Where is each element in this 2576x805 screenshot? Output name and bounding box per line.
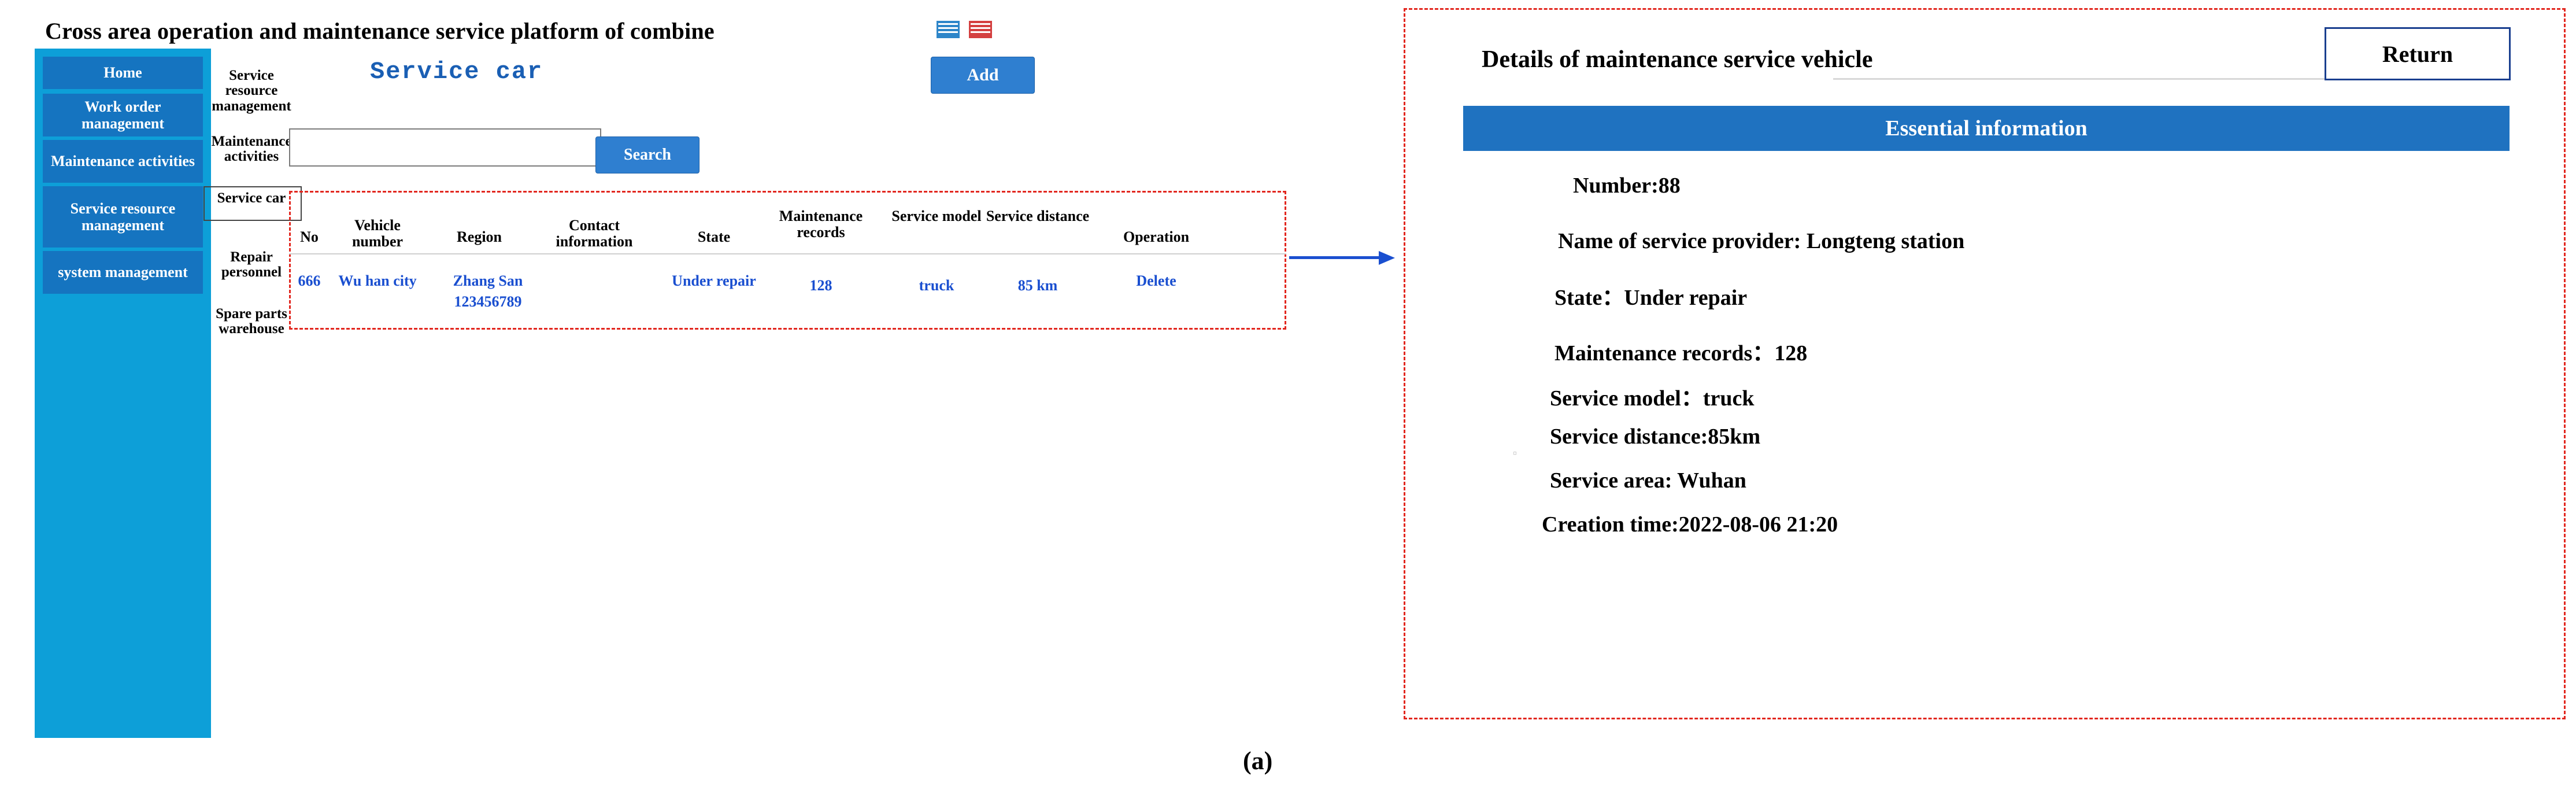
table-header-operation: Operation xyxy=(1123,228,1190,245)
table-cell-delete-action[interactable]: Delete xyxy=(1136,272,1176,289)
return-button[interactable]: Return xyxy=(2325,27,2511,80)
detail-field-number: Number:88 xyxy=(1573,173,1681,198)
service-car-table: No Vehicle number Region Contact informa… xyxy=(289,185,1286,330)
detail-field-creation-time: Creation time:2022-08-06 21:20 xyxy=(1542,512,1838,537)
table-cell-service-distance: 85 km xyxy=(1017,277,1058,294)
submenu-item-maintenance-activities[interactable]: Maintenance activities xyxy=(211,134,292,165)
detail-field-maintenance-records: Maintenance records：128 xyxy=(1555,341,1808,365)
left-screen-panel: Cross area operation and maintenance ser… xyxy=(35,18,1395,738)
sidebar-item-work-order-management[interactable]: Work order management xyxy=(43,94,203,136)
submenu-item-service-car[interactable]: Service car xyxy=(217,190,286,206)
table-cell-service-model: truck xyxy=(919,277,954,294)
watermark-glyph: ▫ xyxy=(1513,447,1518,460)
submenu-selected-outline xyxy=(203,186,302,221)
sidebar-item-maintenance-activities[interactable]: Maintenance activities xyxy=(43,140,203,183)
search-input[interactable] xyxy=(289,128,601,167)
submenu-item-service-resource-management[interactable]: Service resource management xyxy=(212,68,291,114)
table-header-service-model: Service model xyxy=(891,208,982,224)
blue-menu-icon xyxy=(937,21,960,38)
sidebar-item-system-management[interactable]: system management xyxy=(43,251,203,294)
table-cell-contact-information: 123456789 xyxy=(454,293,522,310)
figure-caption: (a) xyxy=(1243,747,1273,775)
detail-screen-panel: Details of maintenance service vehicle R… xyxy=(1404,8,2566,719)
submenu-item-repair-personnel[interactable]: Repair personnel xyxy=(221,249,282,280)
table-header-vehicle-number: Vehicle number xyxy=(351,217,404,250)
sidebar-item-service-resource-management[interactable]: Service resource management xyxy=(43,186,203,248)
detail-title-divider xyxy=(1833,78,2429,80)
page-title: Service car xyxy=(370,58,543,86)
table-cell-vehicle-number: Wu han city xyxy=(338,272,417,289)
flow-arrow-icon xyxy=(1289,251,1405,265)
submenu-item-spare-parts-warehouse[interactable]: Spare parts warehouse xyxy=(216,306,287,337)
table-header-contact-information: Contact information xyxy=(556,217,633,250)
essential-information-header: Essential information xyxy=(1463,106,2510,151)
detail-field-service-model: Service model：truck xyxy=(1550,386,1755,411)
title-icon-group xyxy=(937,21,1000,40)
table-cell-maintenance-records: 128 xyxy=(809,277,832,294)
sidebar-item-label: system management xyxy=(58,264,188,281)
table-highlight-outline xyxy=(289,191,1286,330)
table-header-state: State xyxy=(697,228,731,245)
table-header-no: No xyxy=(300,228,319,245)
sidebar-item-label: Service resource management xyxy=(70,200,176,234)
sidebar: Home Work order management Maintenance a… xyxy=(35,49,211,738)
table-cell-no: 666 xyxy=(298,272,321,289)
table-header-maintenance-records: Maintenance records xyxy=(779,208,863,241)
sidebar-item-label: Maintenance activities xyxy=(50,153,195,170)
detail-field-service-area: Service area: Wuhan xyxy=(1550,468,1746,493)
sidebar-item-label: Home xyxy=(103,64,142,82)
app-title: Cross area operation and maintenance ser… xyxy=(45,18,715,44)
sidebar-item-label: Work order management xyxy=(82,98,164,132)
detail-field-service-provider: Name of service provider: Longteng stati… xyxy=(1558,229,1965,253)
detail-field-service-distance: Service distance:85km xyxy=(1550,424,1761,449)
sidebar-item-home[interactable]: Home xyxy=(43,57,203,89)
table-header-region: Region xyxy=(457,228,502,245)
table-cell-region: Zhang San xyxy=(453,272,523,289)
red-menu-icon xyxy=(969,21,992,38)
detail-field-state: State：Under repair xyxy=(1555,286,1748,310)
table-header-service-distance: Service distance xyxy=(986,208,1090,224)
table-header-divider xyxy=(289,253,1286,254)
add-button[interactable]: Add xyxy=(931,57,1035,94)
detail-page-title: Details of maintenance service vehicle xyxy=(1482,46,1873,73)
table-cell-state: Under repair xyxy=(672,272,756,289)
search-button[interactable]: Search xyxy=(595,136,699,173)
